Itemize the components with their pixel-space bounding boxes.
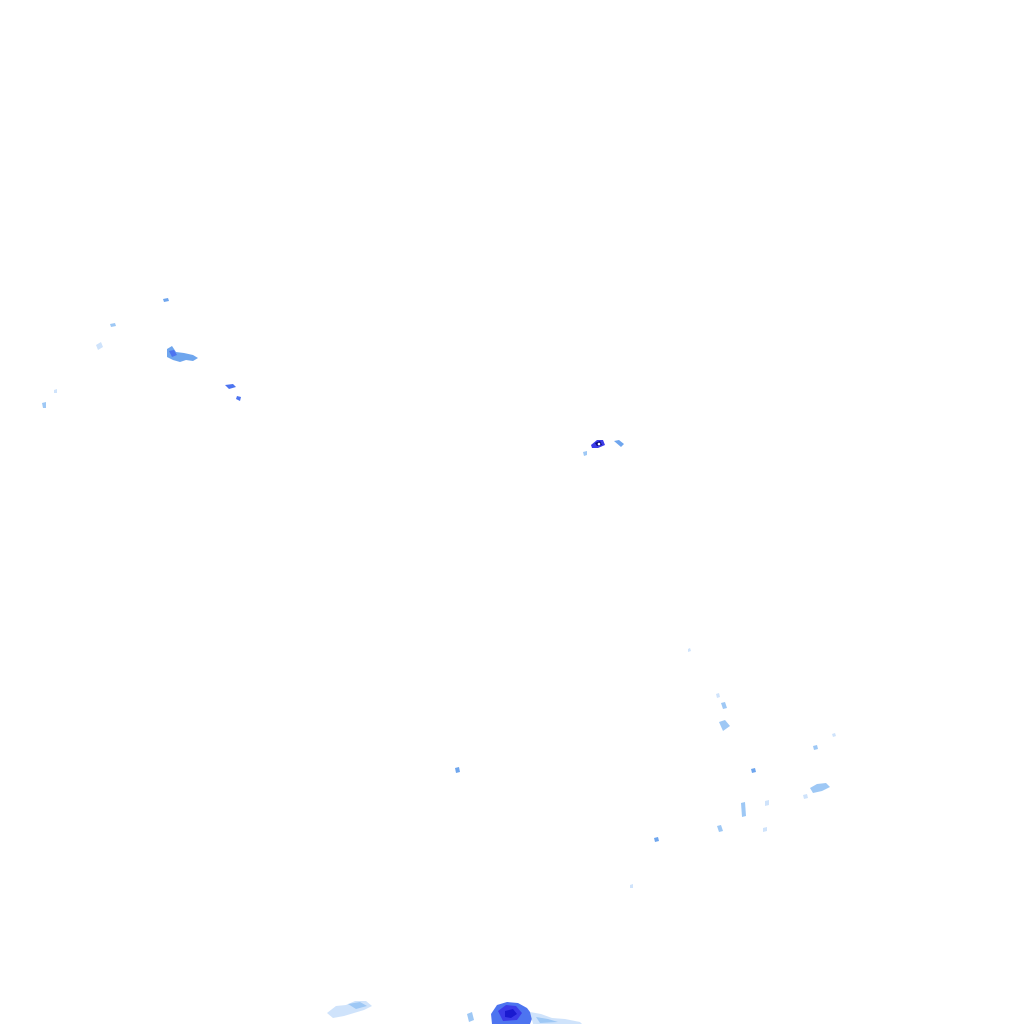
echo-cluster-northwest — [42, 298, 241, 408]
echo-cell-se-9 — [741, 802, 746, 817]
echo-cell-se-7 — [810, 783, 830, 793]
echo-cell-central-tail — [614, 440, 624, 447]
echo-cell-se-5 — [832, 733, 836, 737]
echo-cell-se-15 — [630, 884, 633, 888]
echo-cell-se-14 — [688, 648, 691, 652]
echo-cell-nw-dot — [163, 298, 169, 302]
echo-cluster-south-edge — [327, 1001, 582, 1024]
echo-cell-south-fringe-inner — [536, 1017, 558, 1023]
echo-cell-central-eye — [597, 442, 601, 446]
echo-cell-nw-speck-2 — [96, 342, 103, 350]
echo-cell-nw-speck-1 — [110, 323, 116, 327]
echo-cell-south-main-center — [505, 1009, 517, 1018]
echo-cell-nw-trail-1 — [225, 384, 236, 389]
echo-cell-se-8 — [803, 794, 808, 799]
echo-cell-nw-trail-2 — [236, 396, 241, 401]
echo-cell-se-10 — [765, 800, 769, 806]
echo-cell-central-speck — [583, 451, 587, 456]
echo-cell-south-west — [327, 1001, 372, 1018]
echo-cell-mid-speck — [455, 767, 460, 773]
echo-cluster-southeast — [630, 648, 836, 888]
echo-cell-se-13 — [654, 837, 659, 842]
echo-cell-se-6 — [751, 768, 756, 773]
echo-cell-se-12 — [763, 827, 767, 832]
echo-cell-south-west-inner — [348, 1002, 367, 1009]
echo-cell-nw-fleck — [54, 389, 57, 393]
echo-cluster-central — [583, 440, 624, 456]
echo-cell-nw-main-core — [169, 350, 177, 357]
echo-cell-nw-main — [167, 346, 198, 362]
echo-cell-se-11 — [717, 825, 723, 832]
echo-cell-south-speck — [467, 1012, 474, 1022]
echo-cell-se-1 — [716, 693, 720, 698]
echo-cell-se-3 — [719, 720, 730, 731]
echo-cell-nw-west — [42, 402, 46, 408]
echo-cell-se-2 — [721, 702, 727, 709]
echo-cell-se-4 — [813, 745, 818, 750]
